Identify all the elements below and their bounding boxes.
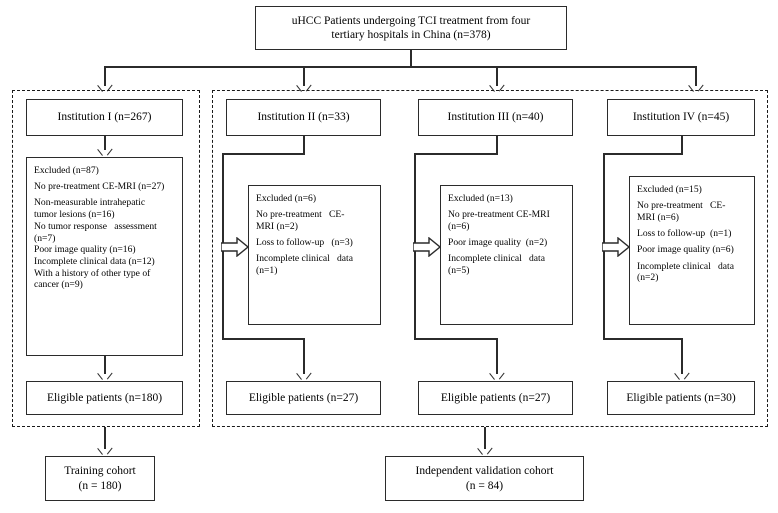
institution-4-header-label: Institution IV (n=45)	[632, 111, 730, 124]
connector-distribution-bar	[104, 66, 696, 68]
institution-3-eligible-box: Eligible patients (n=27)	[418, 381, 573, 415]
arrowhead-inst2-excluded	[221, 237, 249, 257]
connector-inst2-elbow-top	[222, 153, 305, 155]
institution-2-excluded-box: Excluded (n=6) No pre-treatment CE- MRI …	[248, 185, 381, 325]
connector-inst3-elbow-top	[414, 153, 498, 155]
institution-4-reason-1: MRI (n=6)	[637, 211, 679, 223]
arrowhead-inst2-eligible	[298, 373, 309, 381]
validation-cohort-line-1: Independent validation cohort	[415, 465, 554, 478]
institution-1-header-box: Institution I (n=267)	[26, 99, 183, 136]
arrowhead-validation-cohort	[479, 448, 490, 456]
institution-4-eligible-label: Eligible patients (n=30)	[626, 391, 736, 404]
connector-title-stem	[410, 50, 412, 67]
institution-1-eligible-box: Eligible patients (n=180)	[26, 381, 183, 415]
institution-3-header-box: Institution III (n=40)	[418, 99, 573, 136]
arrowhead-inst1-excluded	[99, 149, 110, 157]
arrowhead-inst1-eligible	[99, 373, 110, 381]
validation-cohort-line-2: (n = 84)	[465, 479, 504, 492]
connector-inst4-stem	[681, 136, 683, 154]
institution-1-reason-3: No tumor response assessment	[34, 220, 157, 232]
institution-2-reason-3: Incomplete clinical data	[256, 253, 353, 265]
training-cohort-line-2: (n = 180)	[78, 479, 122, 492]
title-line-1: uHCC Patients undergoing TCI treatment f…	[291, 14, 531, 27]
institution-1-reason-6: Incomplete clinical data (n=12)	[34, 255, 155, 267]
institution-3-excluded-total: Excluded (n=13)	[448, 193, 513, 204]
institution-2-reason-2: Loss to follow-up (n=3)	[256, 237, 353, 249]
institution-1-reason-4: (n=7)	[34, 232, 56, 244]
connector-to-training-cohort	[104, 427, 106, 449]
institution-4-reason-2: Loss to follow-up (n=1)	[637, 228, 732, 240]
institution-3-eligible-label: Eligible patients (n=27)	[440, 391, 551, 404]
connector-to-validation-cohort	[484, 427, 486, 449]
connector-inst1-to-excluded	[104, 136, 106, 150]
arrowhead-training-cohort	[99, 448, 110, 456]
institution-1-reason-8: cancer (n=9)	[34, 279, 83, 291]
institution-4-reason-0: No pre-treatment CE-	[637, 200, 726, 212]
title-line-2: tertiary hospitals in China (n=378)	[331, 29, 491, 41]
institution-1-excluded-list: Excluded (n=87) No pre-treatment CE-MRI …	[27, 158, 164, 296]
institution-2-eligible-box: Eligible patients (n=27)	[226, 381, 381, 415]
institution-2-excluded-list: Excluded (n=6) No pre-treatment CE- MRI …	[249, 186, 353, 282]
connector-inst2-stem	[303, 136, 305, 154]
connector-inst4-elbow-top	[603, 153, 683, 155]
training-cohort-box: Training cohort (n = 180)	[45, 456, 155, 501]
institution-2-reason-4: (n=1)	[256, 265, 278, 277]
institution-3-reason-1: (n=6)	[448, 220, 470, 232]
connector-inst1-to-eligible	[104, 356, 106, 374]
connector-drop-4	[695, 66, 697, 86]
training-cohort-group	[12, 90, 200, 427]
institution-3-reason-4: (n=5)	[448, 265, 470, 277]
connector-drop-3	[496, 66, 498, 86]
validation-cohort-group	[212, 90, 768, 427]
institution-3-excluded-list: Excluded (n=13) No pre-treatment CE-MRI …	[441, 186, 550, 282]
institution-3-reason-0: No pre-treatment CE-MRI	[448, 209, 550, 221]
connector-inst2-elbow-bottom	[222, 338, 305, 340]
training-cohort-line-1: Training cohort	[64, 465, 136, 478]
arrowhead-inst3-eligible	[491, 373, 502, 381]
connector-inst3-elbow-bottom	[414, 338, 498, 340]
institution-1-reason-5: Poor image quality (n=16)	[34, 244, 136, 256]
institution-1-reason-7: With a history of other type of	[34, 267, 151, 279]
connector-inst3-to-eligible	[496, 338, 498, 374]
institution-2-eligible-label: Eligible patients (n=27)	[248, 391, 359, 404]
institution-4-reason-5: (n=2)	[637, 272, 659, 284]
institution-1-header-label: Institution I (n=267)	[57, 111, 152, 124]
institution-1-excluded-total: Excluded (n=87)	[34, 165, 99, 176]
connector-drop-1	[104, 66, 106, 86]
institution-4-excluded-box: Excluded (n=15) No pre-treatment CE- MRI…	[629, 176, 755, 325]
institution-4-header-box: Institution IV (n=45)	[607, 99, 755, 136]
institution-1-reason-1: Non-measurable intrahepatic	[34, 197, 146, 209]
arrowhead-inst4-excluded	[602, 237, 630, 257]
institution-3-header-label: Institution III (n=40)	[447, 111, 544, 124]
title-box: uHCC Patients undergoing TCI treatment f…	[255, 6, 567, 50]
institution-4-eligible-box: Eligible patients (n=30)	[607, 381, 755, 415]
connector-inst4-elbow-bottom	[603, 338, 683, 340]
connector-inst2-to-eligible	[303, 338, 305, 374]
connector-inst4-to-eligible	[681, 338, 683, 374]
institution-4-reason-3: Poor image quality (n=6)	[637, 244, 734, 256]
institution-1-excluded-box: Excluded (n=87) No pre-treatment CE-MRI …	[26, 157, 183, 356]
institution-4-excluded-list: Excluded (n=15) No pre-treatment CE- MRI…	[630, 177, 734, 289]
arrowhead-inst4-eligible	[676, 373, 687, 381]
institution-3-reason-3: Incomplete clinical data	[448, 253, 545, 265]
connector-inst3-stem	[496, 136, 498, 154]
institution-1-eligible-label: Eligible patients (n=180)	[46, 391, 163, 404]
connector-drop-2	[303, 66, 305, 86]
institution-2-header-label: Institution II (n=33)	[257, 111, 350, 124]
institution-2-header-box: Institution II (n=33)	[226, 99, 381, 136]
institution-4-excluded-total: Excluded (n=15)	[637, 184, 702, 195]
institution-4-reason-4: Incomplete clinical data	[637, 260, 734, 272]
institution-2-reason-0: No pre-treatment CE-	[256, 209, 345, 221]
institution-3-excluded-box: Excluded (n=13) No pre-treatment CE-MRI …	[440, 185, 573, 325]
institution-2-excluded-total: Excluded (n=6)	[256, 193, 317, 204]
institution-1-reason-2: tumor lesions (n=16)	[34, 209, 115, 221]
arrowhead-inst3-excluded	[413, 237, 441, 257]
validation-cohort-box: Independent validation cohort (n = 84)	[385, 456, 584, 501]
institution-2-reason-1: MRI (n=2)	[256, 220, 298, 232]
institution-3-reason-2: Poor image quality (n=2)	[448, 237, 548, 249]
institution-1-reason-0: No pre-treatment CE-MRI (n=27)	[34, 181, 165, 193]
